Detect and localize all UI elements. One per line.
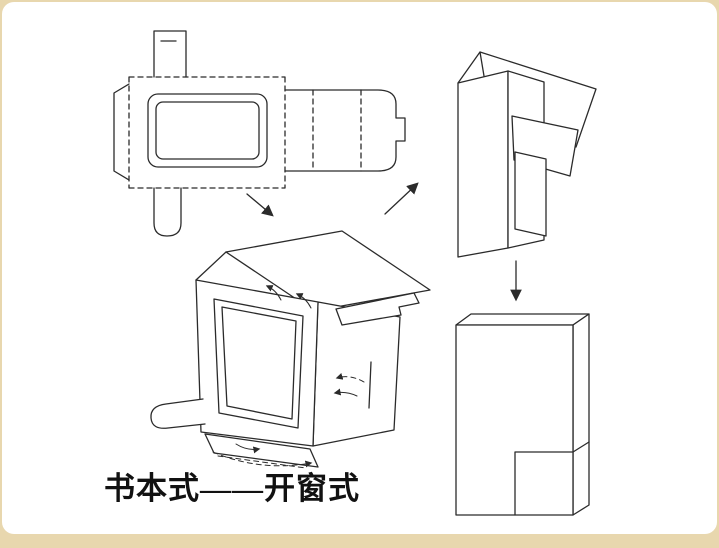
fold-arrow-dashed [335, 373, 365, 383]
fold-motion-arc [212, 451, 313, 468]
window-cutout-outer [147, 93, 268, 168]
fold-arrow [265, 285, 282, 301]
fold-arrow [235, 443, 261, 454]
arrow-folding-to-open-box [384, 182, 419, 215]
tuck-tongue-panel [514, 151, 547, 237]
diagram-caption: 书本式——开窗式 [104, 471, 360, 506]
open-top-edge [457, 51, 481, 84]
window-inner [221, 306, 297, 420]
open-box-figure [457, 51, 597, 258]
bottom-flap [204, 433, 319, 468]
box-top-face [455, 313, 590, 326]
bottom-fold-line [217, 455, 307, 469]
tuck-flap [360, 89, 406, 172]
top-tab [153, 30, 187, 78]
fold-arrow [333, 388, 358, 397]
box-front-face [457, 70, 509, 258]
closed-box-figure [455, 313, 590, 516]
closure-seam [514, 441, 590, 516]
side-panel [312, 301, 401, 447]
arrow-flat-to-folding [246, 193, 274, 217]
box-side-face [572, 313, 590, 516]
glue-flap [113, 83, 130, 181]
left-tongue [150, 398, 206, 429]
bottom-tongue [153, 187, 182, 237]
folding-figure [150, 230, 431, 469]
box-front-face [455, 324, 574, 516]
flat-pattern-figure [113, 30, 406, 237]
window-cutout-inner [155, 101, 260, 160]
roof-inner-flap [335, 292, 420, 326]
side-panel-edges [284, 89, 362, 172]
fold-arrow [295, 293, 312, 309]
window-outer [213, 298, 304, 429]
slit-mark [368, 361, 372, 409]
roof-cover-flap [225, 230, 431, 312]
roof-hinge-edge [195, 251, 227, 281]
